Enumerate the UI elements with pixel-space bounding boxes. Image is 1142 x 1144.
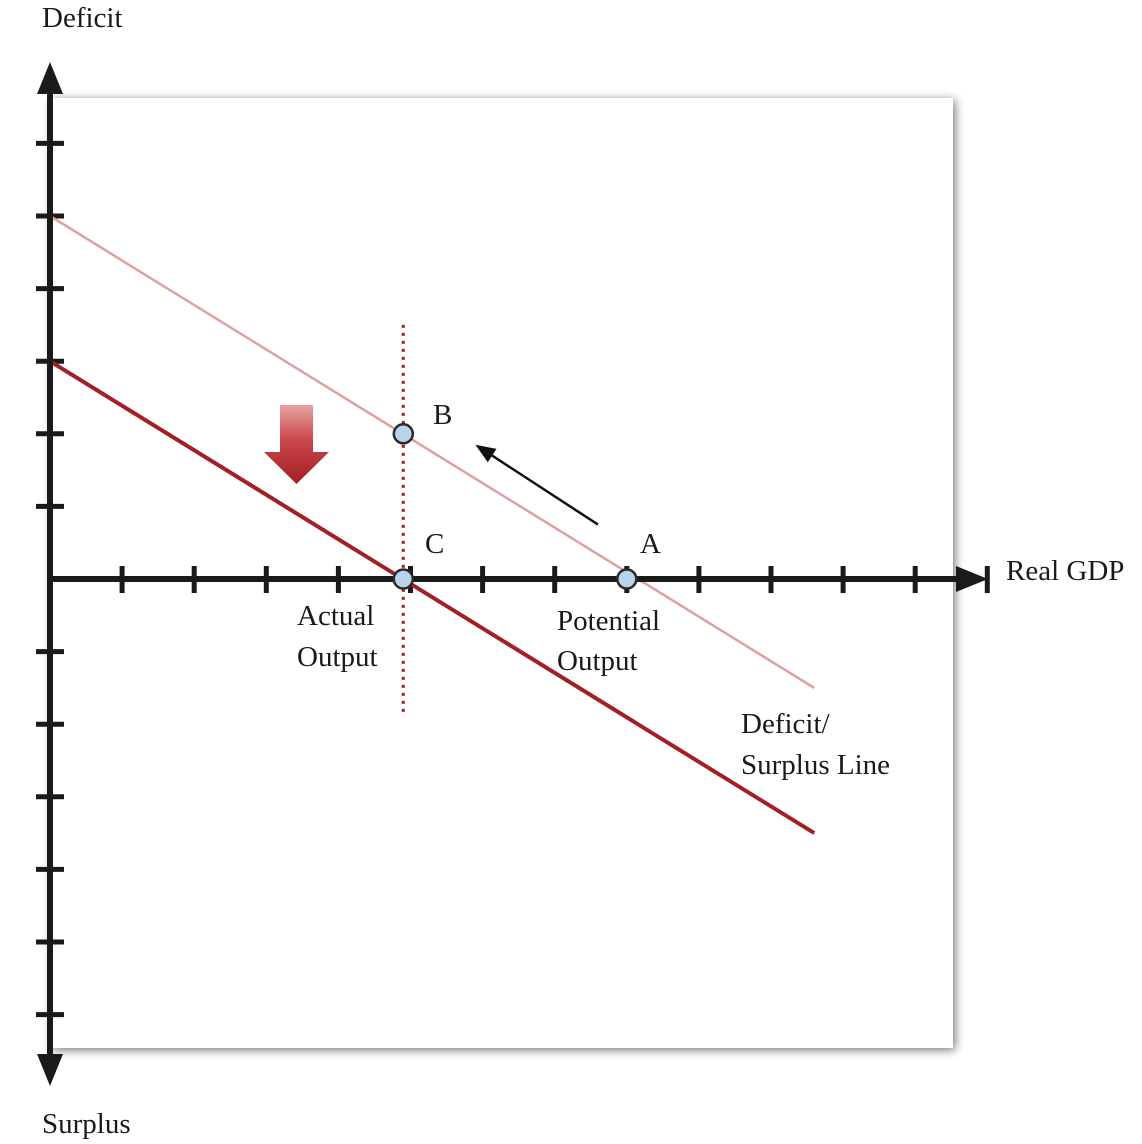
y-axis-bottom-label: Surplus [42, 1108, 131, 1140]
axes [37, 62, 988, 1086]
point-label-c: C [425, 528, 444, 560]
x-axis-label: Real GDP [1006, 555, 1124, 587]
marks-layer [392, 423, 638, 590]
point-c [392, 568, 415, 590]
y-axis-arrow-up [37, 62, 63, 94]
movement-arrow-head [475, 444, 497, 463]
y-axis-arrow-down [37, 1054, 63, 1086]
deficit-surplus-line-shifted [48, 359, 816, 835]
deficit-surplus-line-original [49, 214, 815, 689]
y-axis-top-label: Deficit [42, 2, 123, 34]
deficit-surplus-line-label-line1: Deficit/ [741, 708, 831, 740]
plot-panel [50, 98, 953, 1048]
movement-arrow-shaft [491, 454, 599, 526]
point-label-a: A [640, 528, 661, 560]
actual-output-label-line2: Output [297, 641, 378, 673]
actual-output-label-line1: Actual [297, 600, 374, 632]
potential-output-label-line1: Potential [557, 605, 660, 637]
shift-down-arrow [264, 405, 329, 484]
point-a [616, 568, 638, 590]
series-layer [48, 214, 816, 835]
point-label-b: B [433, 399, 452, 431]
x-axis-arrow-right [956, 566, 988, 592]
potential-output-label-line2: Output [557, 645, 638, 677]
point-b [392, 423, 415, 445]
deficit-surplus-line-label-line2: Surplus Line [741, 749, 890, 781]
